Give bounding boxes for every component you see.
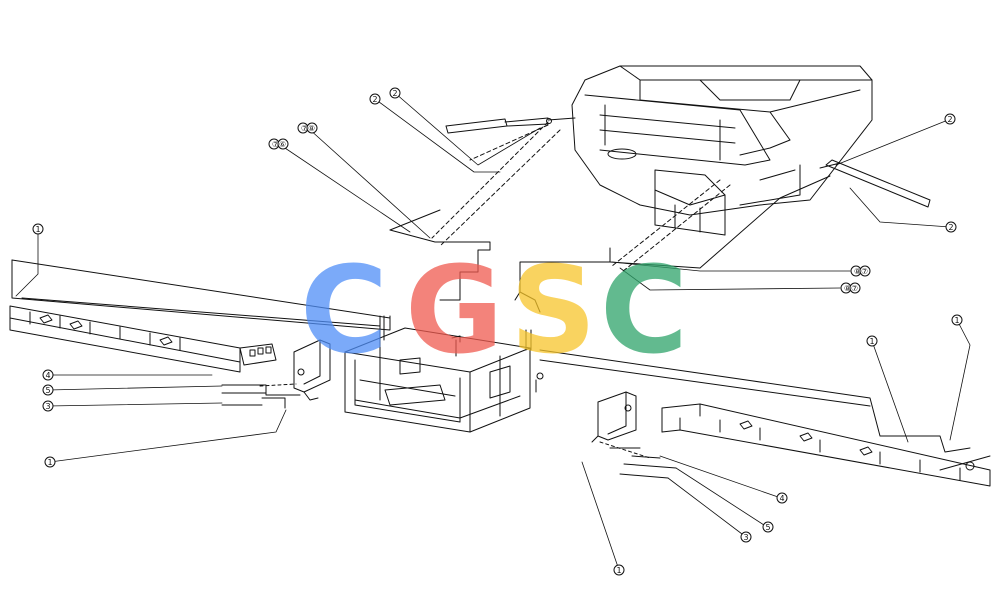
callout-2a: 2	[372, 95, 377, 104]
left-small-parts	[221, 383, 301, 409]
right-small-parts	[599, 441, 677, 479]
callout-left-1b: 1	[47, 458, 52, 467]
callout-right-1b: 1	[954, 316, 959, 325]
upper-right-handle	[819, 159, 931, 208]
right-rail	[539, 349, 991, 487]
callout-labels: 2 2 ⑦⑧ ⑦⑥ 2 2 ⑧⑦ ⑧⑦ 1 4 5 3 1 1 1 4 5 3 …	[35, 89, 959, 575]
callout-circles	[32, 87, 963, 576]
callout-2b: 2	[392, 89, 397, 98]
callout-left-3: 3	[45, 402, 50, 411]
callout-right-2a: 2	[947, 115, 952, 124]
left-end-bracket	[293, 339, 331, 401]
machine-body	[547, 65, 873, 236]
right-end-bracket	[591, 391, 637, 443]
callout-right-2b: 2	[948, 223, 953, 232]
mid-right-bracket	[514, 175, 831, 313]
watermark-letter-c2: C	[600, 242, 688, 381]
watermark-letter-g: G	[405, 242, 504, 381]
callout-76: ⑦⑥	[272, 140, 286, 149]
upper-left-plate	[389, 209, 491, 301]
left-rail	[9, 259, 391, 373]
callout-87a: ⑧⑦	[854, 267, 868, 276]
callout-87b: ⑧⑦	[844, 284, 858, 293]
cgsc-watermark: C G S C	[300, 242, 688, 381]
callout-78: ⑦⑧	[301, 124, 315, 133]
callout-left-4: 4	[45, 371, 50, 380]
callout-bottom-1: 1	[616, 566, 621, 575]
callout-right-1a: 1	[869, 337, 874, 346]
callout-right-4: 4	[779, 494, 784, 503]
watermark-letter-c1: C	[300, 242, 388, 381]
callout-left-1: 1	[35, 225, 40, 234]
central-frame	[344, 315, 544, 433]
callout-right-5: 5	[765, 523, 770, 532]
upper-left-handle	[445, 117, 552, 134]
callout-left-5: 5	[45, 386, 50, 395]
watermark-letter-s: S	[510, 242, 596, 381]
callout-right-3: 3	[743, 533, 748, 542]
leader-lines	[15, 92, 971, 571]
